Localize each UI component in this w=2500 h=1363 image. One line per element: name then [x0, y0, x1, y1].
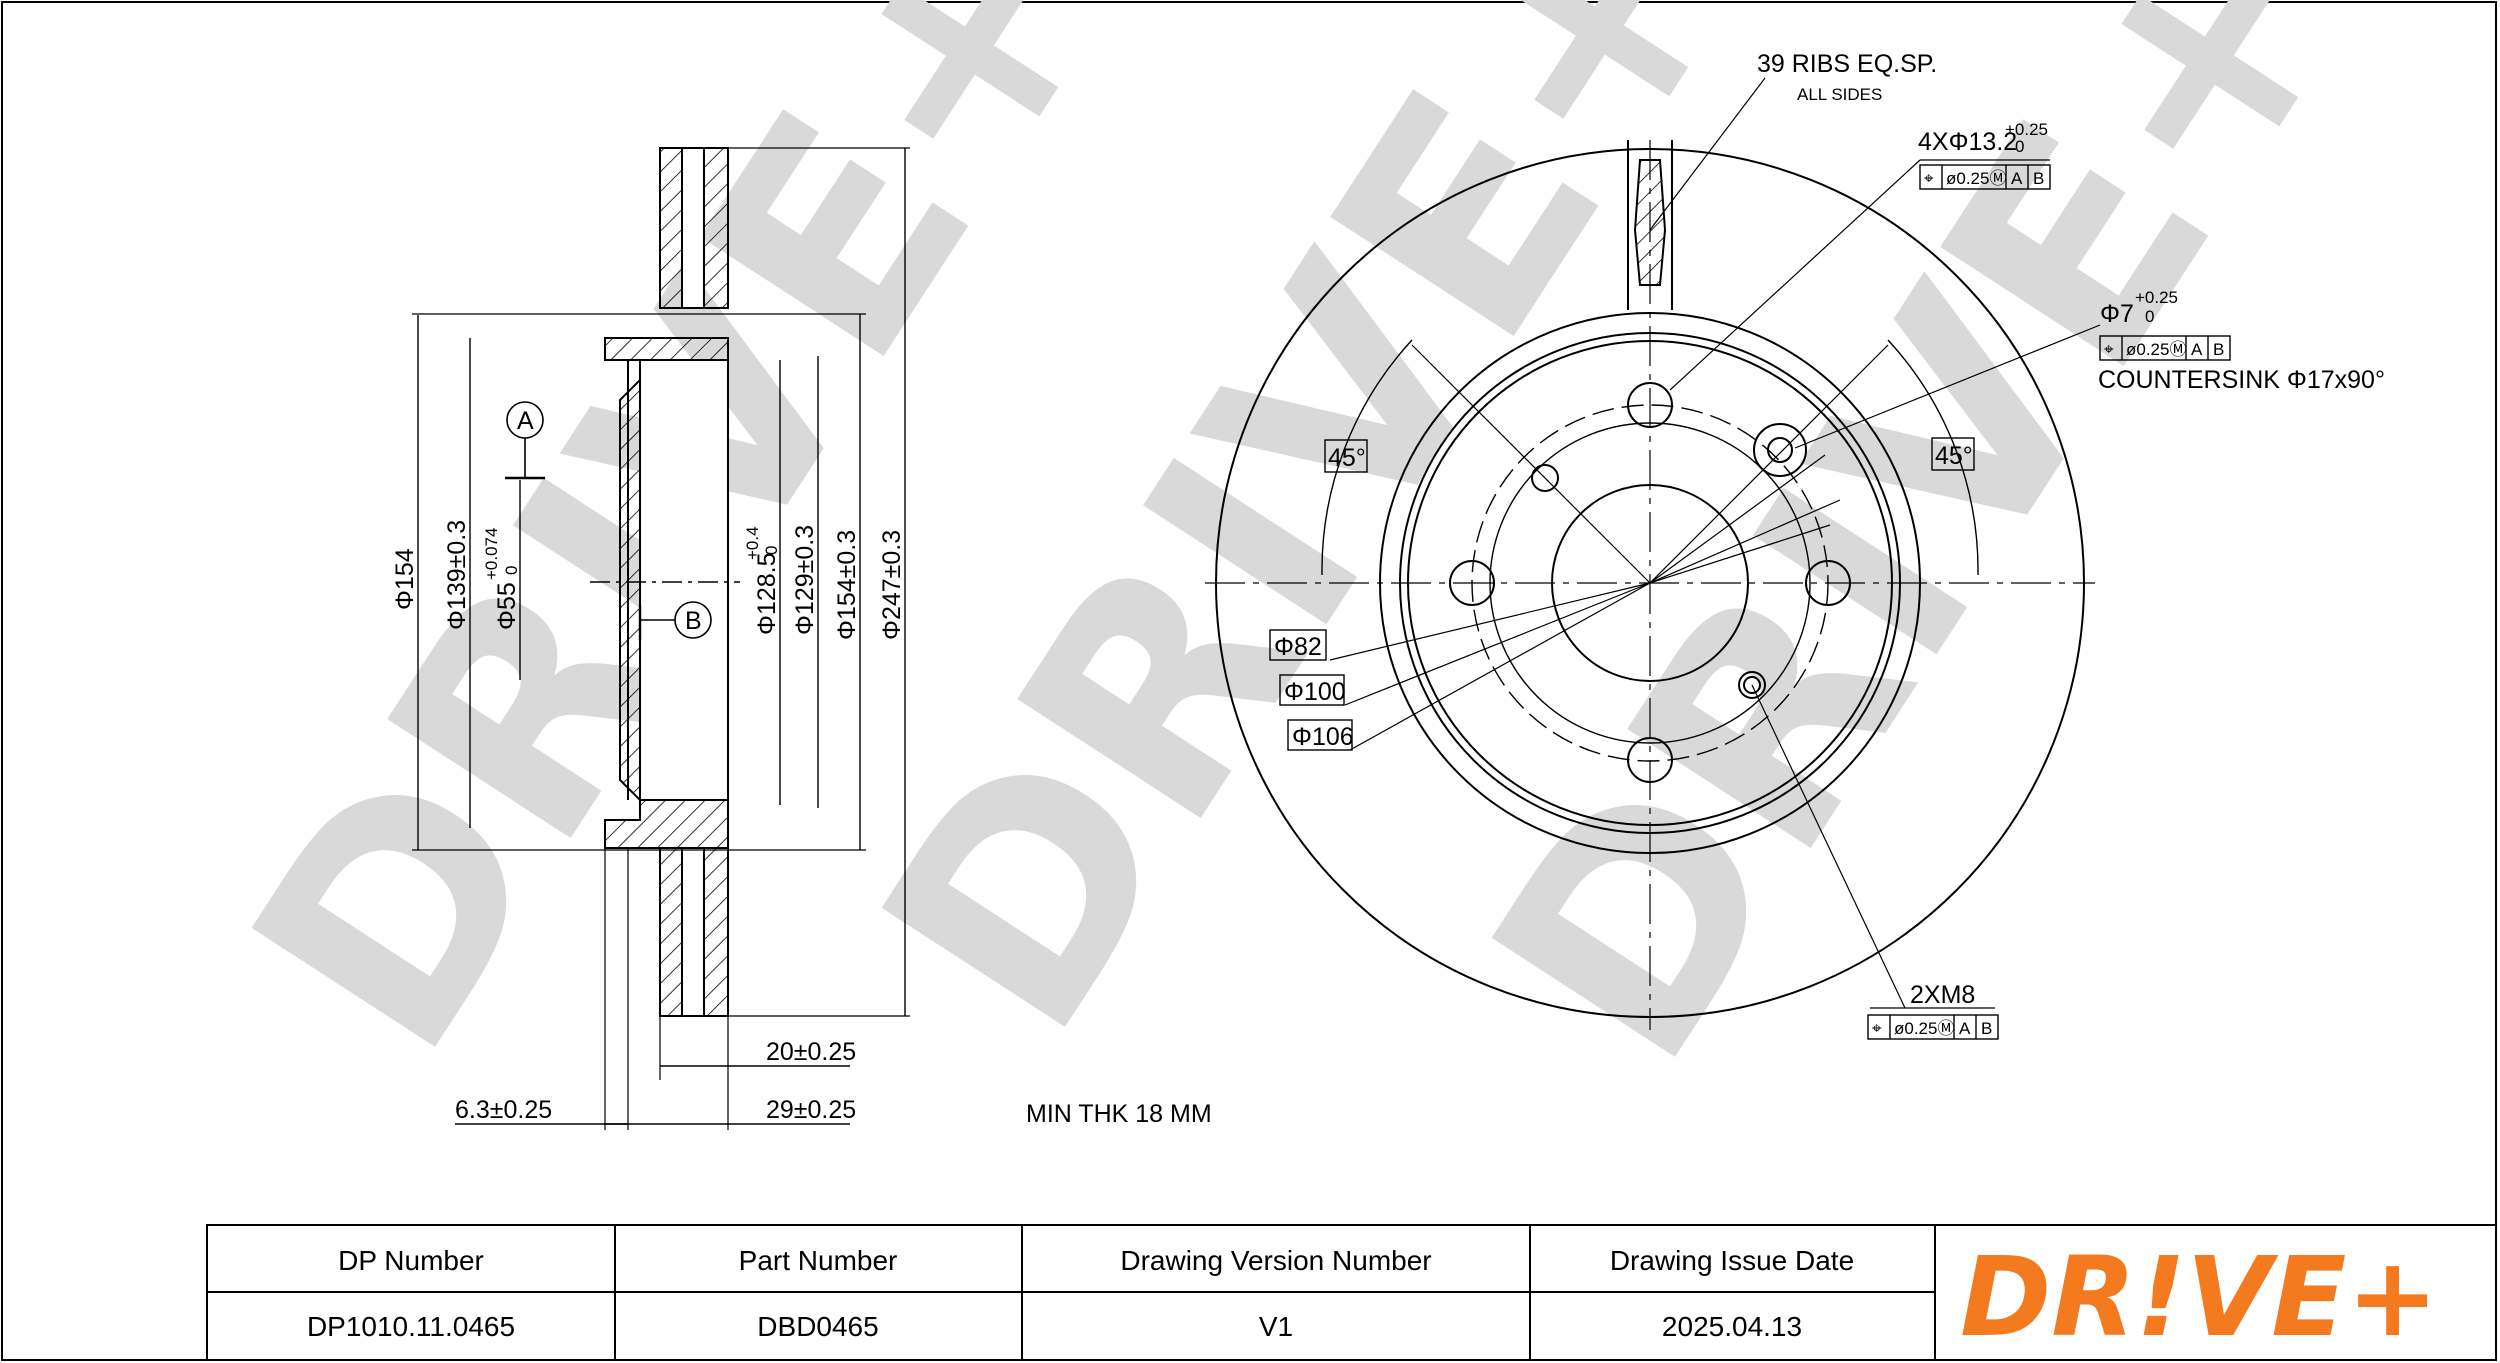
bolt-hole-left: [1449, 560, 1495, 606]
label-thread: 2XM8: [1910, 981, 1975, 1009]
locating-hole: [1531, 464, 1559, 492]
hat-inner: [639, 359, 729, 801]
angle-arc-left: [1321, 339, 1413, 576]
vent-rib: [1633, 159, 1667, 286]
label-d55: Φ55: [493, 582, 521, 630]
label-thk6: 6.3±0.25: [455, 1096, 552, 1124]
leader-ribs: [1649, 77, 1766, 231]
label-thk29: 29±0.25: [766, 1096, 856, 1124]
label-min-thk: MIN THK 18 MM: [1026, 1100, 1212, 1128]
leader-d106: [1349, 582, 1651, 751]
thread-hole-outer: [1738, 671, 1766, 699]
value-issue-date: 2025.04.13: [1662, 1311, 1802, 1342]
label-all-sides: ALL SIDES: [1797, 85, 1882, 104]
label-ribs: 39 RIBS EQ.SP.: [1757, 50, 1937, 78]
fcf-thread-datum-a: A: [1959, 1019, 1971, 1038]
label-hole7: Φ7: [2100, 300, 2134, 328]
label-d82: Φ82: [1274, 633, 1322, 661]
vent-channel-top: [681, 147, 705, 309]
label-hole4-tol-upper: +0.25: [2005, 120, 2048, 139]
value-dp-number: DP1010.11.0465: [307, 1311, 515, 1342]
fcf-hole7-symbol: ⌖: [2104, 340, 2114, 359]
datum-a-letter: A: [517, 407, 534, 435]
header-dp-number: DP Number: [338, 1245, 484, 1276]
front-view-labels: 39 RIBS EQ.SP. ALL SIDES 4XΦ13.2 +0.25 0…: [1274, 50, 2385, 1038]
fcf-hole7: [2099, 335, 2231, 361]
ray-2: [1649, 524, 1831, 584]
label-d128-tol-upper: +0.4: [743, 526, 762, 560]
box-angle-left: [1324, 439, 1368, 473]
label-d154-left: Φ154: [391, 548, 419, 610]
fcf-thread-tolerance: ø0.25Ⓜ: [1894, 1019, 1954, 1038]
fcf-hole4-symbol: ⌖: [1924, 169, 1934, 188]
bolt-hole-right: [1805, 560, 1851, 606]
fcf-thread-datum-b: B: [1981, 1019, 1992, 1038]
fcf-hole4-datum-a: A: [2011, 169, 2023, 188]
label-thk20: 20±0.25: [766, 1038, 856, 1066]
datum-b-letter: B: [685, 607, 702, 635]
leader-hole7: [1794, 324, 2101, 449]
header-version: Drawing Version Number: [1120, 1245, 1431, 1276]
label-d128-tol-lower: 0: [762, 546, 781, 555]
header-part-number: Part Number: [739, 1245, 898, 1276]
angle-leg-right: [1649, 344, 1889, 584]
angle-leg-left: [1411, 344, 1651, 584]
label-angle-left: 45°: [1328, 444, 1366, 472]
side-view: [412, 147, 910, 1130]
bolt-hole-bottom: [1627, 737, 1673, 783]
side-view-labels: Φ154 Φ139±0.3 Φ55 +0.074 0 Φ128.5 +0.4 0…: [391, 407, 1212, 1128]
label-d128: Φ128.5: [753, 552, 781, 635]
label-d154-right: Φ154±0.3: [833, 530, 861, 640]
label-countersink: COUNTERSINK Φ17x90°: [2098, 366, 2385, 394]
box-d106: [1287, 719, 1353, 751]
ray-3: [1649, 454, 1826, 584]
fcf-hole7-tolerance: ø0.25Ⓜ: [2126, 340, 2186, 359]
label-hole4: 4XΦ13.2: [1918, 128, 2017, 156]
ray-1: [1649, 499, 1841, 584]
fcf-thread-symbol: ⌖: [1872, 1019, 1882, 1038]
header-issue-date: Drawing Issue Date: [1610, 1245, 1854, 1276]
title-block-labels: DP Number Part Number Drawing Version Nu…: [307, 1233, 2439, 1361]
value-version: V1: [1259, 1311, 1293, 1342]
label-angle-right: 45°: [1935, 442, 1973, 470]
label-d247: Φ247±0.3: [878, 530, 906, 640]
label-hole4-tol-lower: 0: [2015, 137, 2024, 156]
countersink-outer: [1753, 423, 1807, 477]
fcf-thread: [1867, 1014, 1999, 1040]
fcf-hole4: [1919, 164, 2051, 190]
label-d129: Φ129±0.3: [791, 525, 819, 635]
value-part-number: DBD0465: [757, 1311, 878, 1342]
bolt-hole-top: [1627, 382, 1673, 428]
label-d55-tol-upper: +0.074: [482, 528, 501, 580]
box-d82: [1269, 629, 1327, 661]
label-d100: Φ100: [1284, 678, 1346, 706]
leader-d100: [1344, 582, 1651, 706]
thread-hole-inner: [1743, 676, 1761, 694]
leader-thread: [1751, 684, 1906, 1009]
front-view: [1205, 77, 2231, 1040]
countersink-inner: [1767, 437, 1793, 463]
box-angle-right: [1931, 437, 1975, 471]
fcf-hole7-datum-a: A: [2191, 340, 2203, 359]
label-hole7-tol-upper: +0.25: [2135, 288, 2178, 307]
watermark-group: DRIVE+ DRIVE+ DRIVE+: [187, 0, 2417, 1119]
title-block: [206, 1224, 2497, 1361]
label-d55-tol-lower: 0: [502, 566, 521, 575]
fcf-hole4-tolerance: ø0.25Ⓜ: [1946, 169, 2006, 188]
fcf-hole4-datum-b: B: [2033, 169, 2044, 188]
label-hole7-tol-lower: 0: [2145, 307, 2154, 326]
label-d106: Φ106: [1292, 723, 1354, 751]
angle-arc-right: [1887, 339, 1979, 576]
vent-channel-bottom: [681, 847, 705, 1017]
leader-d82: [1329, 582, 1651, 661]
fcf-hole7-datum-b: B: [2213, 340, 2224, 359]
leader-hole4: [1669, 159, 1921, 391]
drive-logo: DR!VE+: [1960, 1233, 2439, 1361]
box-d100: [1279, 674, 1345, 706]
label-d139: Φ139±0.3: [443, 520, 471, 630]
